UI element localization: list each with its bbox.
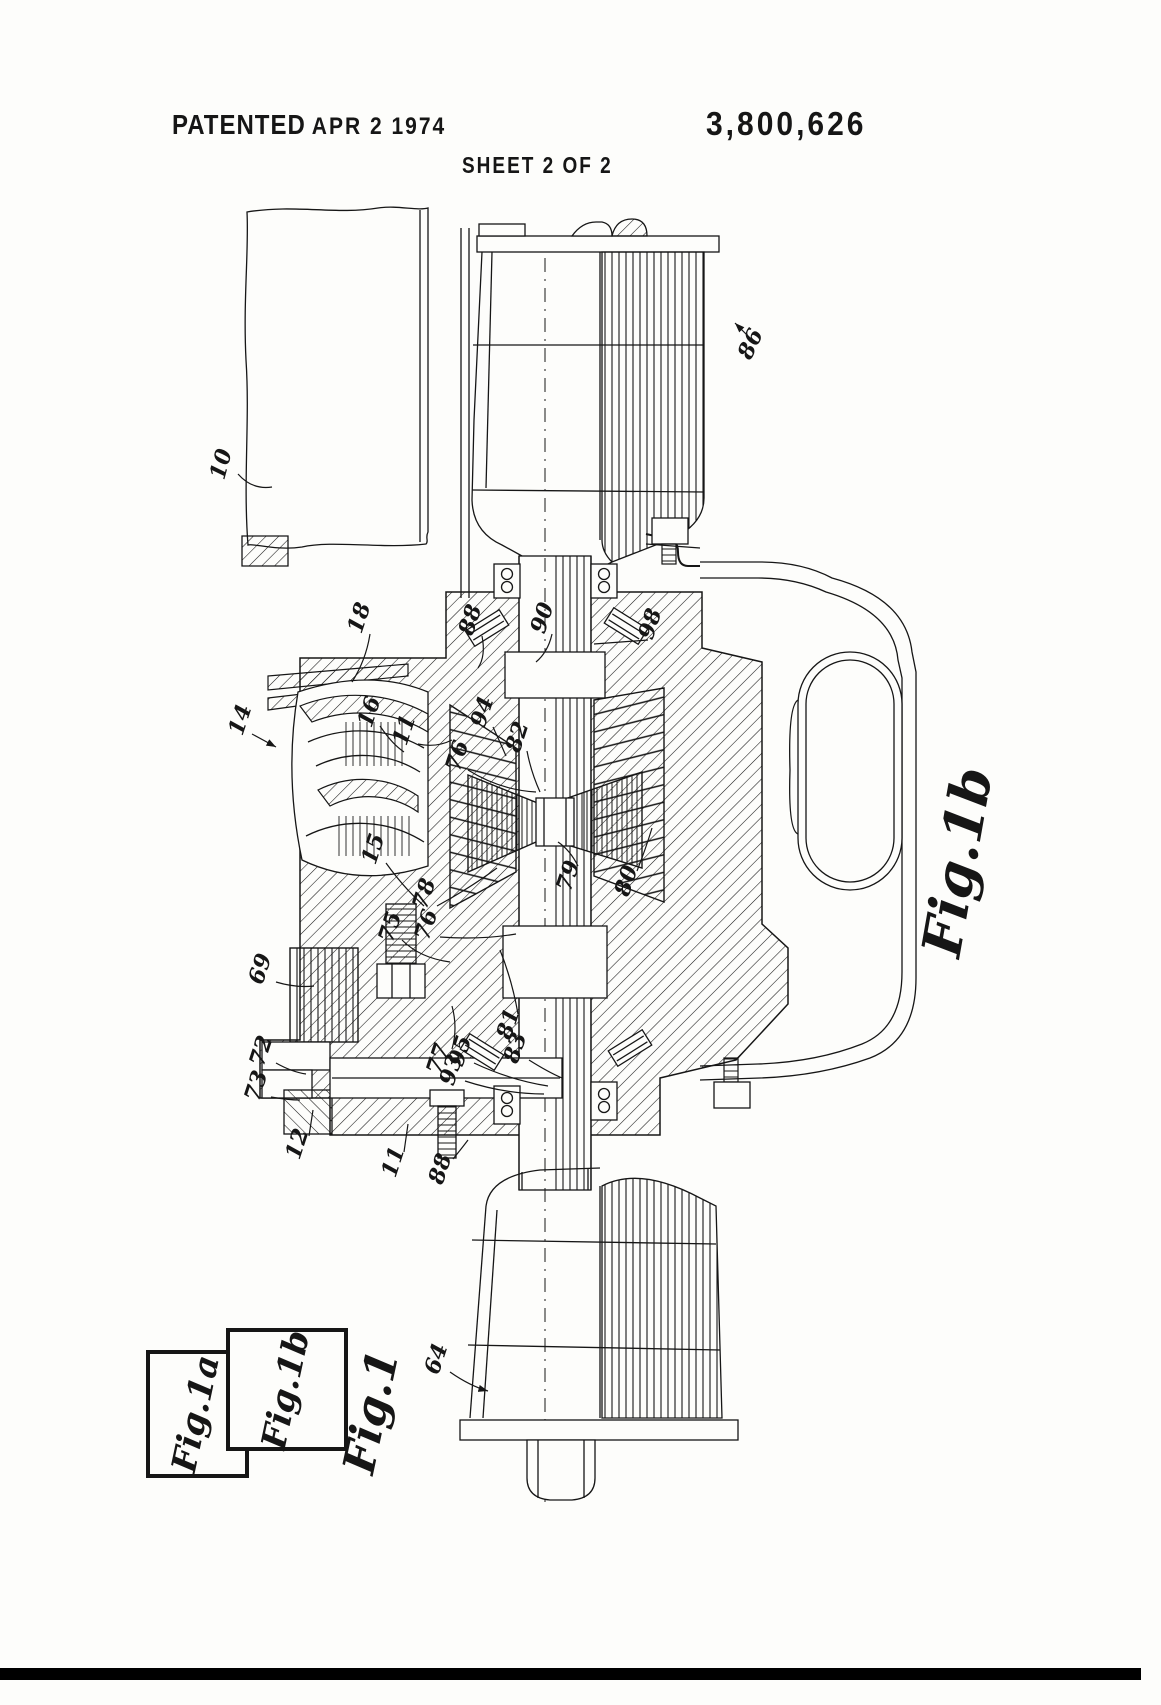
part-label-69: 69 [243,950,277,987]
scan-edge-bar [0,1668,1141,1680]
fig1b-main-label: Fig.1b [909,762,1005,963]
figure-index: Fig.1a Fig.1b Fig.1 [148,1327,409,1480]
part-label-64: 64 [419,1340,453,1377]
part-label-14: 14 [223,701,257,738]
part-label-11: 11 [376,1143,410,1180]
mounting-plate-10 [242,207,428,566]
part-label-18: 18 [342,599,376,636]
bottom-roller-drum [460,1168,738,1500]
part-label-10: 10 [205,445,238,482]
part-label-86: 86 [732,325,769,365]
